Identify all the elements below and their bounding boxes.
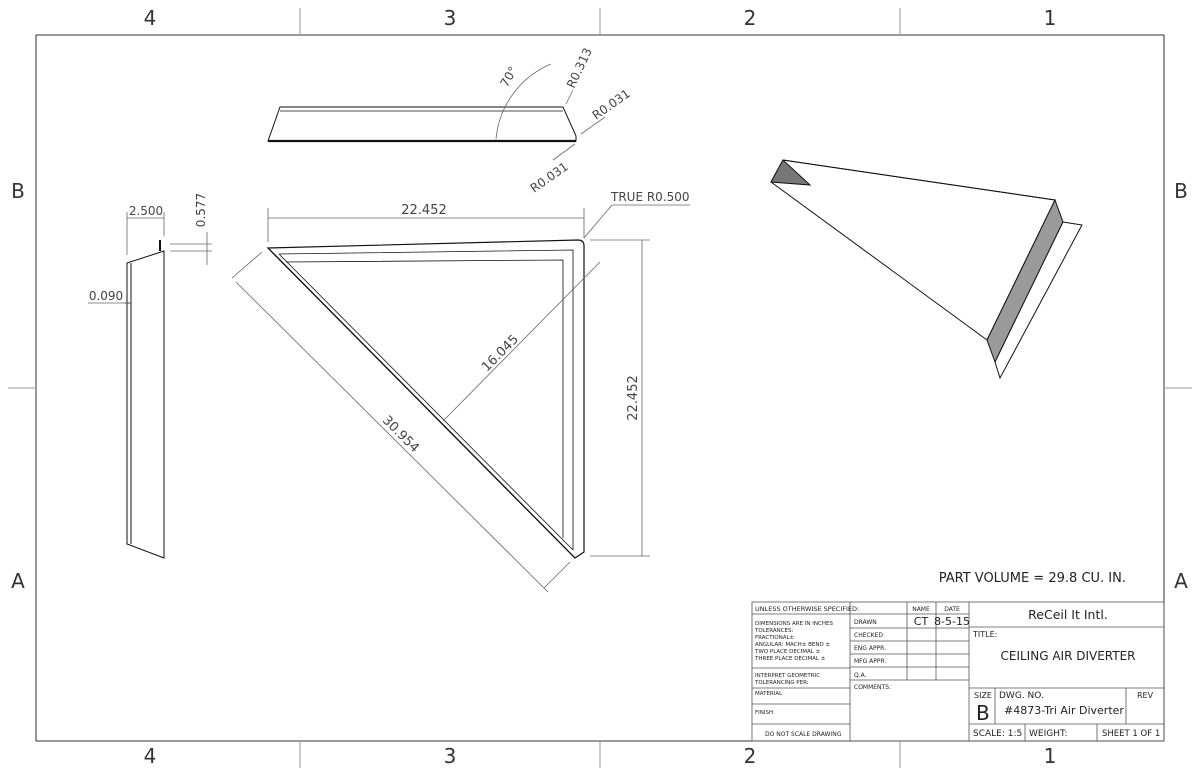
tb-checked: CHECKED [854, 632, 883, 639]
radius-0031-right-label: R0.031 [590, 86, 633, 122]
radius-0313-label: R0.313 [564, 46, 595, 91]
side-height-dim-label: 22.452 [626, 375, 641, 421]
tb-material: MATERIAL [755, 691, 783, 697]
side-width-dim-label: 2.500 [129, 204, 163, 218]
zone-row-b-right: B [1174, 179, 1188, 203]
tb-company: ReCeil It Intl. [1028, 607, 1108, 622]
angle-dim-label: 70° [497, 64, 520, 89]
tb-dwg-no-label: DWG. NO. [999, 691, 1044, 701]
tb-size-label: SIZE [974, 691, 992, 700]
zone-col-4-top: 4 [144, 6, 157, 30]
tb-weight: WEIGHT: [1029, 729, 1068, 739]
part-volume: PART VOLUME = 29.8 CU. IN. [939, 571, 1126, 586]
tb-date-header: DATE [944, 606, 960, 613]
side-view [126, 240, 165, 559]
triangle-view [266, 239, 585, 559]
tb-drawn-date: 8-5-15 [934, 615, 970, 628]
tb-three-place: THREE PLACE DECIMAL ± [754, 656, 826, 662]
side-offset-dim-label: 0.577 [194, 193, 208, 227]
zone-ticks [8, 8, 1192, 768]
edge-view [267, 106, 577, 143]
tb-finish: FINISH [755, 710, 773, 716]
zone-col-1-bottom: 1 [1044, 744, 1057, 768]
zone-col-1-top: 1 [1044, 6, 1057, 30]
radius-0031-left-label: R0.031 [528, 159, 571, 195]
zone-row-a-right: A [1174, 569, 1188, 593]
tb-angular: ANGULAR: MACH± BEND ± [755, 642, 830, 648]
side-view-dims [88, 212, 212, 304]
tb-scale: SCALE: 1:5 [973, 729, 1022, 739]
diagonal-length-dim-label: 30.954 [379, 413, 422, 456]
tb-tolerances: TOLERANCES: [754, 628, 794, 634]
triangle-dims [231, 204, 690, 593]
true-radius-label: TRUE R0.500 [610, 190, 690, 204]
tb-fractional: FRACTIONAL± [755, 635, 795, 641]
tb-title: CEILING AIR DIVERTER [1001, 649, 1136, 663]
edge-view-dims [495, 63, 606, 161]
zone-col-3-top: 3 [444, 6, 457, 30]
zone-row-a-left: A [11, 569, 25, 593]
zone-col-3-bottom: 3 [444, 744, 457, 768]
tb-two-place: TWO PLACE DECIMAL ± [754, 649, 821, 655]
tb-title-label: TITLE: [972, 630, 997, 639]
zone-col-2-top: 2 [744, 6, 757, 30]
zone-col-2-bottom: 2 [744, 744, 757, 768]
tb-drawn: DRAWN [854, 619, 877, 626]
tb-mfg-appr: MFG APPR. [854, 658, 886, 665]
tb-interpret: INTERPRET GEOMETRIC [755, 673, 820, 679]
tb-name-header: NAME [912, 606, 930, 613]
tb-drawn-name: CT [914, 615, 929, 628]
tb-unless: UNLESS OTHERWISE SPECIFIED: [755, 605, 859, 613]
diagonal-depth-dim-label: 16.045 [479, 332, 522, 375]
tb-sheet: SHEET 1 OF 1 [1102, 729, 1160, 739]
isometric-view [770, 159, 1083, 380]
tb-rev-label: REV [1137, 691, 1154, 700]
tb-comments: COMMENTS: [854, 684, 891, 691]
tb-tolerancing: TOLERANCING PER: [754, 680, 809, 686]
tb-eng-appr: ENG APPR. [854, 645, 886, 652]
tb-do-not-scale: DO NOT SCALE DRAWING [765, 731, 842, 738]
thickness-dim-label: 0.090 [89, 289, 123, 303]
tb-qa: Q.A. [854, 672, 867, 679]
title-block [751, 601, 1165, 742]
zone-col-4-bottom: 4 [144, 744, 157, 768]
tb-dwg-no: #4873-Tri Air Diverter [1004, 704, 1124, 717]
top-width-dim-label: 22.452 [401, 203, 447, 218]
zone-row-b-left: B [11, 179, 25, 203]
tb-size: B [976, 701, 990, 725]
tb-dims-inches: DIMENSIONS ARE IN INCHES [755, 621, 833, 627]
